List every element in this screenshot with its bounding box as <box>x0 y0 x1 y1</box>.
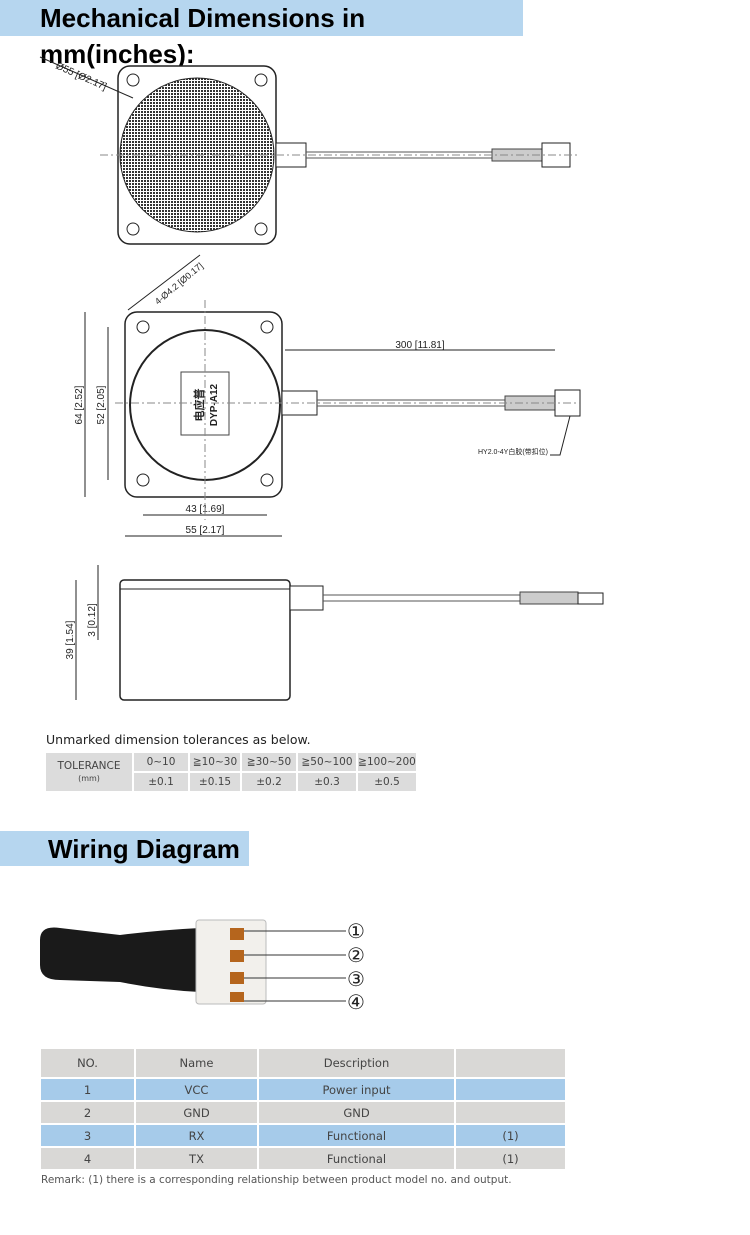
pin-note: (1) <box>456 1148 565 1169</box>
connector-label: HY2.0-4Y白胶(带扣位) <box>478 447 548 456</box>
connector-photo: ① ② ③ ④ <box>40 919 365 1014</box>
column-header-no: NO. <box>41 1049 134 1077</box>
table-row: 1 VCC Power input <box>41 1079 565 1100</box>
pin-name: TX <box>136 1148 257 1169</box>
mechanical-dimensions-title: Mechanical Dimensions in mm(inches): <box>0 0 523 69</box>
pin-no: 4 <box>41 1148 134 1169</box>
range-cell: ≧30~50 <box>242 753 296 771</box>
pin-description: Functional <box>259 1125 454 1146</box>
tolerance-cell: ±0.2 <box>242 773 296 791</box>
cable-length-label: 300 [11.81] <box>395 340 445 351</box>
column-header-name: Name <box>136 1049 257 1077</box>
pin-description: Functional <box>259 1148 454 1169</box>
diameter-label: Ø55 [Ø2.17] <box>54 61 108 93</box>
pin-name: GND <box>136 1102 257 1123</box>
width-outer-label: 55 [2.17] <box>186 525 225 536</box>
pin-no: 1 <box>41 1079 134 1100</box>
tolerance-cell: ±0.3 <box>298 773 356 791</box>
table-row: 3 RX Functional (1) <box>41 1125 565 1146</box>
pin-marker-2: ② <box>347 945 365 967</box>
table-row: 2 GND GND <box>41 1102 565 1123</box>
tolerance-header-unit: (mm) <box>78 773 100 783</box>
tolerance-header: TOLERANCE(mm) <box>46 753 132 791</box>
height-inner-label: 52 [2.05] <box>96 385 107 424</box>
range-cell: ≧100~200 <box>358 753 416 771</box>
pin-table: NO. Name Description 1 VCC Power input 2… <box>39 1047 567 1171</box>
range-cell: 0~10 <box>134 753 188 771</box>
range-cell: ≧10~30 <box>190 753 240 771</box>
flange-label: 3 [0.12] <box>87 603 98 637</box>
tolerance-cell: ±0.5 <box>358 773 416 791</box>
height-outer-label: 64 [2.52] <box>74 385 85 424</box>
front-view-drawing: 电应普 DYP-A12 4-Ø4.2 [Ø0.17] 300 [11.81] H… <box>74 254 581 537</box>
pin-name: RX <box>136 1125 257 1146</box>
side-view-drawing: 39 [1.54] 3 [0.12] <box>65 565 604 701</box>
depth-label: 39 [1.54] <box>65 620 76 659</box>
product-brand-label: 电应普 <box>192 389 206 422</box>
pin-name: VCC <box>136 1079 257 1100</box>
range-cell: ≧50~100 <box>298 753 356 771</box>
pin-no: 3 <box>41 1125 134 1146</box>
column-header-note <box>456 1049 565 1077</box>
tolerance-cell: ±0.1 <box>134 773 188 791</box>
tolerance-caption: Unmarked dimension tolerances as below. <box>46 732 311 747</box>
tolerance-table: TOLERANCE(mm) 0~10 ≧10~30 ≧30~50 ≧50~100… <box>44 751 418 793</box>
column-header-description: Description <box>259 1049 454 1077</box>
pin-marker-4: ④ <box>347 992 365 1014</box>
pin-description: GND <box>259 1102 454 1123</box>
tolerance-header-label: TOLERANCE <box>57 759 121 772</box>
pin-note <box>456 1079 565 1100</box>
product-model-label: DYP-A12 <box>209 383 220 426</box>
pin-note: (1) <box>456 1125 565 1146</box>
pin-marker-1: ① <box>347 921 365 943</box>
table-header-row: NO. Name Description <box>41 1049 565 1077</box>
tolerance-cell: ±0.15 <box>190 773 240 791</box>
remark-text: Remark: (1) there is a corresponding rel… <box>41 1174 512 1186</box>
pin-description: Power input <box>259 1079 454 1100</box>
wiring-diagram-title: Wiring Diagram <box>0 831 249 866</box>
pin-marker-3: ③ <box>347 969 365 991</box>
hole-label: 4-Ø4.2 [Ø0.17] <box>153 261 205 307</box>
top-view-drawing: Ø55 [Ø2.17] <box>39 56 580 245</box>
pin-note <box>456 1102 565 1123</box>
table-row: 4 TX Functional (1) <box>41 1148 565 1169</box>
pin-no: 2 <box>41 1102 134 1123</box>
